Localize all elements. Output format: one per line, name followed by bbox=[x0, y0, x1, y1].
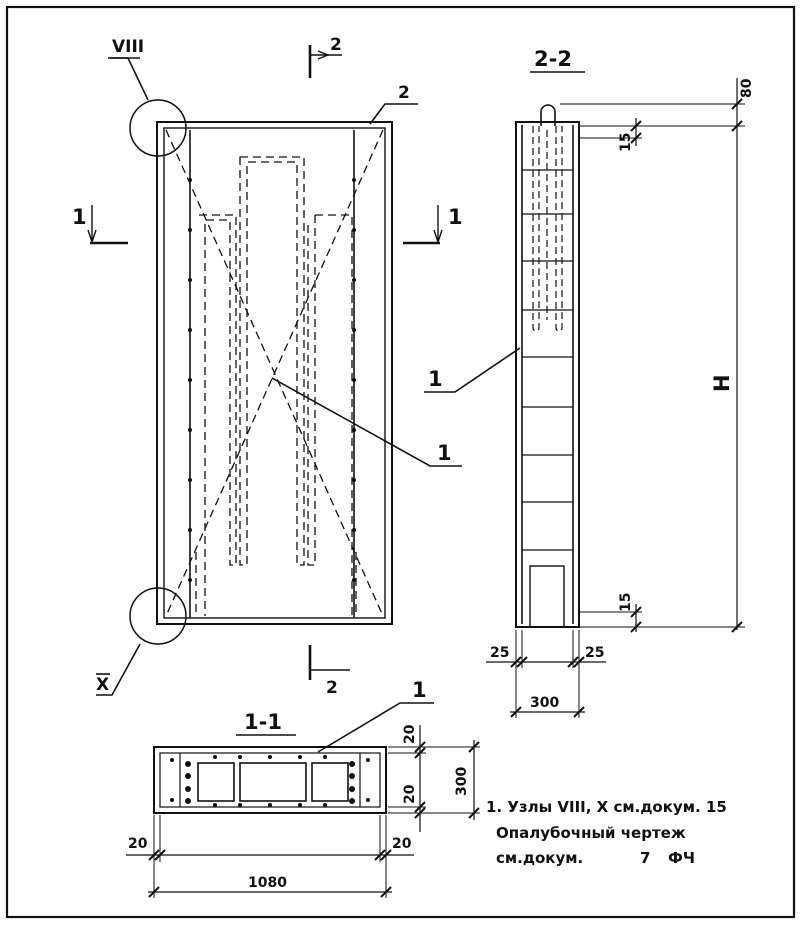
cut-1-left-label: 1 bbox=[72, 205, 87, 229]
dim-h: H bbox=[710, 374, 734, 392]
node-x-circle bbox=[129, 587, 187, 645]
position-2-label: 2 bbox=[398, 83, 410, 103]
note-line-2: Опалубочный чертеж bbox=[496, 824, 686, 842]
dim-15-bottom: 15 bbox=[618, 593, 634, 612]
elevation-view bbox=[87, 45, 462, 696]
note-doc-code: ФЧ bbox=[668, 849, 695, 867]
node-viii-label: VIII bbox=[112, 37, 144, 57]
section-2-2-view bbox=[424, 71, 745, 718]
section-1-1-title: 1-1 bbox=[244, 710, 282, 734]
dim-20-top: 20 bbox=[402, 724, 418, 744]
section-1-1-view bbox=[126, 702, 480, 898]
dim-80: 80 bbox=[739, 78, 755, 98]
node-x-label: X bbox=[96, 675, 109, 695]
position-1-bottom-label: 1 bbox=[412, 678, 427, 702]
note-line-3: см.докум. bbox=[496, 849, 583, 867]
dim-20-right: 20 bbox=[392, 836, 412, 852]
cut-2-top-label: 2 bbox=[330, 35, 342, 55]
section-2-2-title: 2-2 bbox=[534, 47, 572, 71]
dim-20-mid: 20 bbox=[402, 784, 418, 804]
dim-300-width: 300 bbox=[530, 695, 559, 711]
dim-20-left: 20 bbox=[128, 836, 148, 852]
node-viii-circle bbox=[129, 99, 187, 157]
dim-25-left: 25 bbox=[490, 645, 509, 661]
dim-25-right: 25 bbox=[585, 645, 604, 661]
position-1-right-label: 1 bbox=[428, 367, 443, 391]
dim-1080: 1080 bbox=[248, 875, 287, 891]
note-line-1: 1. Узлы VIII, X см.докум. 15 bbox=[486, 798, 727, 816]
dim-15-top: 15 bbox=[618, 133, 634, 152]
note-doc-number: 7 bbox=[640, 849, 650, 867]
sheet-frame bbox=[5, 5, 796, 919]
cut-1-right-label: 1 bbox=[448, 205, 463, 229]
position-1-center-label: 1 bbox=[437, 441, 452, 465]
cut-2-bottom-label: 2 bbox=[326, 678, 338, 698]
dim-300-height: 300 bbox=[454, 767, 470, 796]
